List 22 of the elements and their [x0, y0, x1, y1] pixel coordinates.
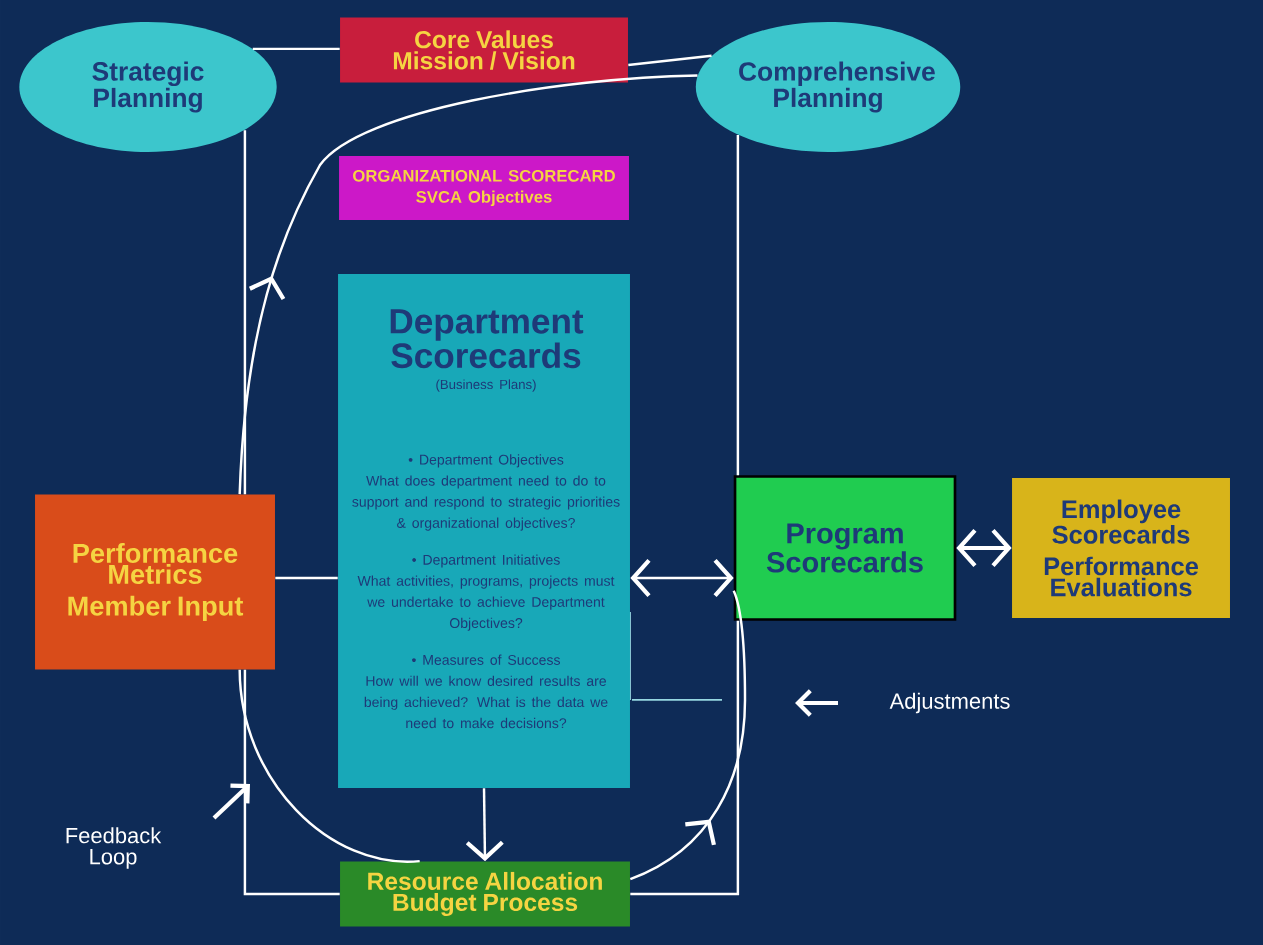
scorecard-box: ORGANIZATIONAL SCORECARD SVCA Objectives — [339, 156, 629, 220]
connector — [252, 47, 340, 51]
scorecard-box: Core Values Mission / Vision — [340, 17, 628, 83]
connector — [238, 669, 420, 863]
connector — [243, 669, 340, 896]
scorecard-box: Performance Metrics Member Input — [35, 494, 275, 670]
connector — [238, 74, 698, 495]
connector — [628, 54, 712, 67]
note-text: Feedback Loop — [66, 827, 162, 869]
connector — [736, 134, 740, 476]
connector — [465, 788, 504, 862]
connector — [243, 130, 247, 495]
scorecard-box: Program Scorecards — [733, 475, 957, 621]
connector — [630, 559, 734, 597]
connector — [275, 576, 338, 580]
note-text: Adjustments — [889, 692, 1010, 714]
scorecard-box: Employee Scorecards Performance Evaluations — [1012, 478, 1230, 618]
scorecard-box: Department Scorecards (Business Plans) • Department Objectives What does department need to do to support and respond to strategic priorities & organizational objectives? • Department Initiatives What activities, programs, projects must we undertake to achieve Department Objectives? • Measures of Success How will we know desired results are being achieved? What is the data we need to make decisions? — [338, 274, 630, 788]
connector — [956, 529, 1012, 567]
scorecard-box: Resource Allocation Budget Process — [340, 861, 630, 927]
connector — [630, 620, 740, 896]
connector — [629, 590, 747, 881]
